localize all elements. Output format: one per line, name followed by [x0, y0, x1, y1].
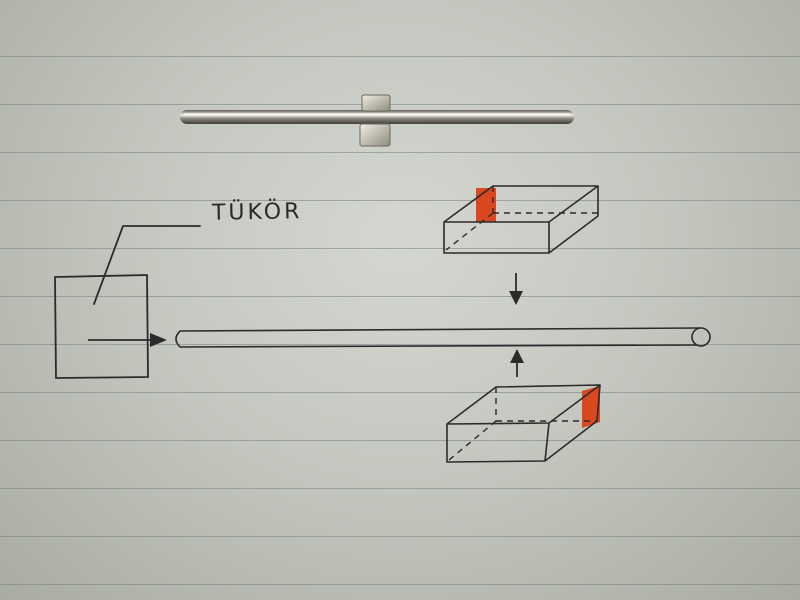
arrow-up-icon [510, 349, 524, 377]
tube-left-end [175, 330, 181, 348]
tube-bottom-edge [179, 344, 698, 348]
arrow-right-icon [88, 333, 167, 347]
top-magnet-box [443, 185, 599, 254]
magnet-bottom [359, 123, 391, 147]
tube-right-end [691, 327, 711, 347]
mirror-outline [54, 274, 149, 379]
tube-top-edge [179, 327, 701, 332]
metal-rod-with-magnet [180, 94, 574, 147]
top-magnet-red-face [476, 188, 496, 222]
magnet-top [361, 94, 391, 112]
mirror-leader-line [93, 225, 201, 305]
tube-cylinder [175, 327, 711, 348]
bottom-magnet-box [446, 384, 601, 463]
metal-rod [180, 110, 574, 124]
bottom-magnet-red-face [582, 386, 600, 428]
arrow-down-icon [509, 273, 523, 305]
mirror-square [54, 225, 201, 379]
mirror-label: TÜKÖR [211, 199, 303, 226]
